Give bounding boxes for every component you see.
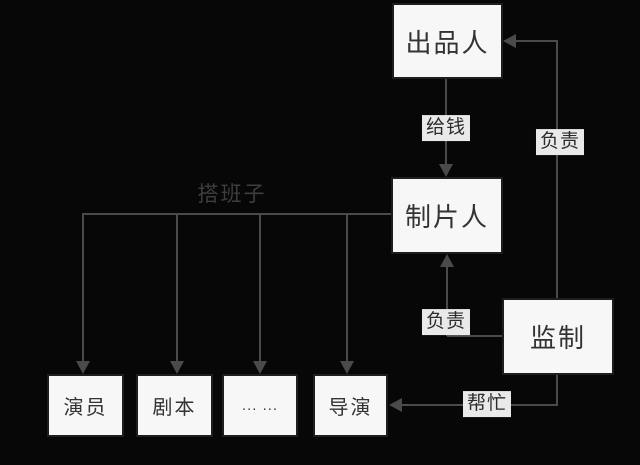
edge-dabanzi-hline bbox=[82, 213, 391, 215]
edge-dabanzi-drop-yanyuan bbox=[82, 214, 84, 361]
node-chupinren: 出品人 bbox=[392, 3, 503, 79]
node-chupinren-label: 出品人 bbox=[405, 27, 490, 58]
node-ellipsis: ... ... bbox=[222, 374, 298, 437]
edge-fuze-top-vline bbox=[556, 40, 558, 298]
edge-label-geiqian: 给钱 bbox=[421, 115, 471, 141]
node-juben: 剧本 bbox=[136, 374, 213, 437]
edge-dabanzi-drop-juben bbox=[176, 214, 178, 361]
edge-label-fuze-top: 负责 bbox=[535, 129, 585, 155]
arrowhead-fuze-mid-up-icon bbox=[440, 254, 454, 267]
node-zhipianren-label: 制片人 bbox=[404, 202, 489, 232]
node-daoyan-label: 导演 bbox=[328, 397, 373, 419]
node-daoyan: 导演 bbox=[313, 374, 388, 437]
edge-label-fuze-mid: 负责 bbox=[421, 309, 471, 335]
edge-fuze-mid-vline bbox=[446, 267, 448, 336]
arrowhead-fuze-top-left-icon bbox=[503, 34, 516, 48]
edge-dabanzi-drop-ellipsis bbox=[259, 214, 261, 361]
arrowhead-dabanzi-yanyuan-down-icon bbox=[76, 361, 90, 374]
arrowhead-bangmang-left-icon bbox=[389, 398, 402, 412]
node-jianzhi: 监制 bbox=[502, 298, 614, 375]
node-yanyuan: 演员 bbox=[47, 374, 124, 437]
arrowhead-dabanzi-daoyan-down-icon bbox=[340, 361, 354, 374]
node-yanyuan-label: 演员 bbox=[63, 397, 108, 419]
node-jianzhi-label: 监制 bbox=[529, 323, 586, 353]
edge-dabanzi-drop-daoyan bbox=[346, 214, 348, 361]
node-zhipianren: 制片人 bbox=[391, 177, 503, 254]
edge-fuze-top-hline bbox=[516, 40, 557, 42]
edge-label-dabanzi: 搭班子 bbox=[197, 182, 267, 206]
edge-fuze-mid-hline bbox=[447, 335, 502, 337]
node-ellipsis-label: ... ... bbox=[241, 397, 279, 414]
arrowhead-geiqian-down-icon bbox=[439, 164, 453, 177]
edge-label-bangmang: 帮忙 bbox=[462, 391, 512, 417]
node-juben-label: 剧本 bbox=[152, 397, 197, 419]
arrowhead-dabanzi-juben-down-icon bbox=[170, 361, 184, 374]
edge-bangmang-vline bbox=[556, 374, 558, 405]
arrowhead-dabanzi-ellipsis-down-icon bbox=[253, 361, 267, 374]
